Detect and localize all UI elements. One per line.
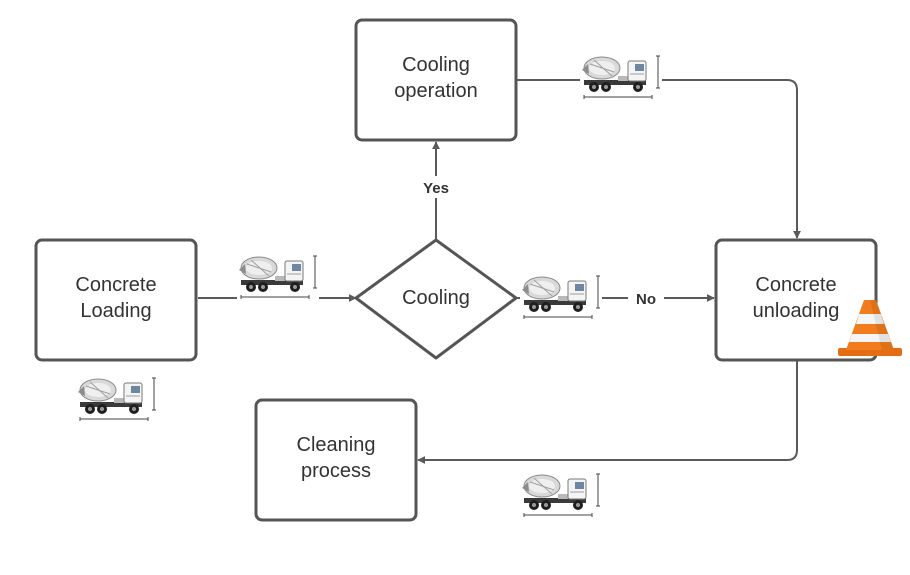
- node-cooling-operation-line2: operation: [394, 80, 477, 102]
- node-cooling-operation: Cooling operation: [354, 18, 518, 142]
- node-cleaning-process-line1: Cleaning: [297, 434, 376, 456]
- edge-operation-to-unloading: [517, 79, 801, 239]
- no-label-background: [628, 287, 664, 309]
- node-cleaning-process: Cleaning process: [254, 398, 418, 522]
- node-concrete-unloading-line2: unloading: [753, 300, 840, 322]
- node-cooling-decision: Cooling: [354, 238, 518, 360]
- concrete-mixer-truck-icon: [76, 374, 158, 422]
- node-cleaning-process-line2: process: [301, 460, 371, 482]
- node-concrete-unloading-line1: Concrete: [755, 274, 836, 296]
- node-concrete-unloading: Concrete unloading: [714, 238, 878, 362]
- edge-label-no: No: [636, 291, 656, 308]
- node-concrete-loading-line1: Concrete: [75, 274, 156, 296]
- node-concrete-loading-line2: Loading: [80, 300, 151, 322]
- edge-label-yes: Yes: [423, 180, 449, 197]
- concrete-mixer-truck-icon: [580, 52, 662, 100]
- concrete-mixer-truck-icon: [520, 470, 602, 518]
- node-cooling-operation-line1: Cooling: [402, 54, 470, 76]
- concrete-mixer-truck-icon: [237, 252, 319, 300]
- edge-unloading-to-cleaning: [417, 360, 798, 464]
- traffic-cone-icon: [838, 300, 902, 356]
- node-concrete-loading: Concrete Loading: [34, 238, 198, 362]
- yes-label-background: [416, 176, 456, 198]
- node-cooling-label: Cooling: [402, 287, 470, 309]
- concrete-mixer-truck-icon: [520, 272, 602, 320]
